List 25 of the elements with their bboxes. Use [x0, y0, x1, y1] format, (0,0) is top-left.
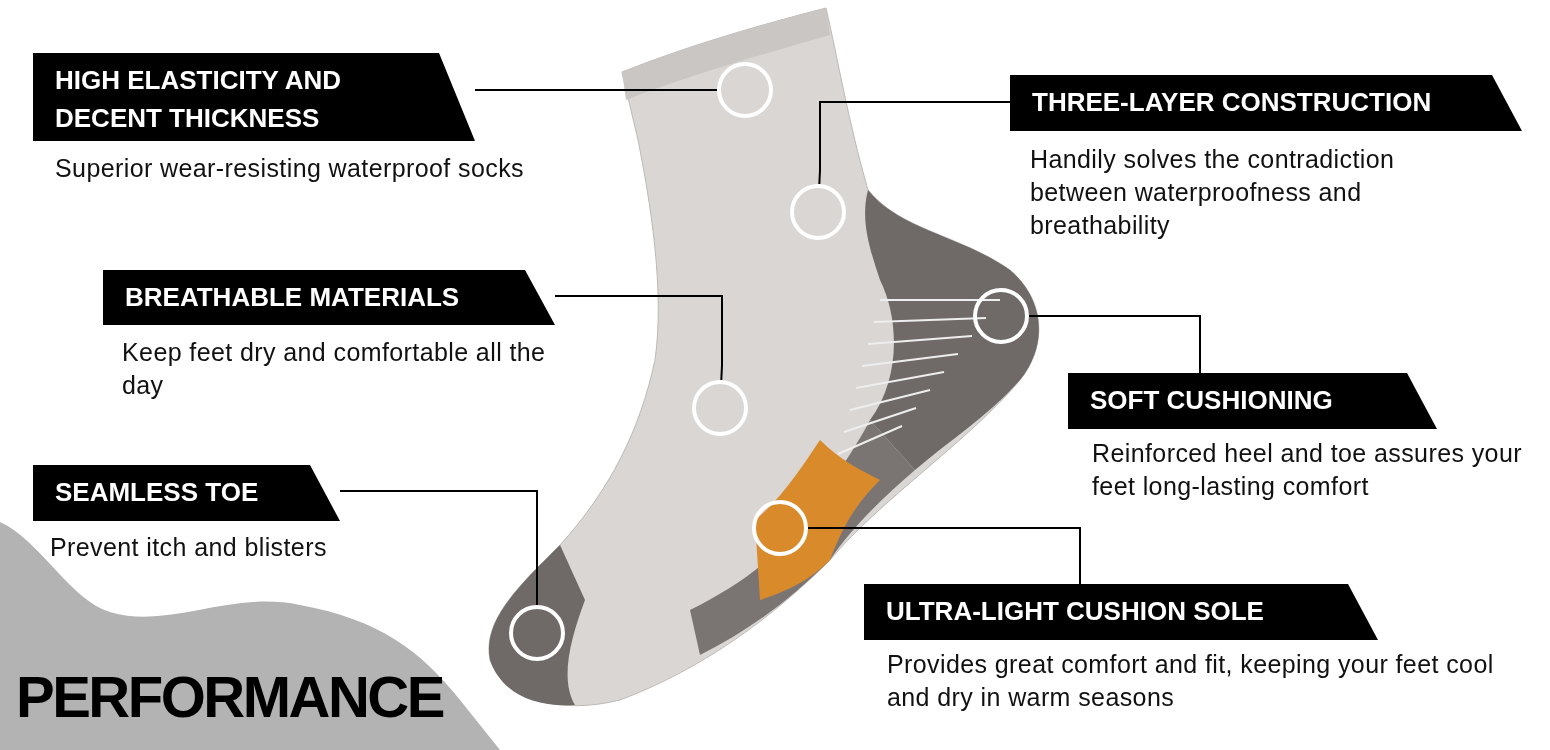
leader-line — [339, 490, 538, 606]
feature-description: Superior wear-resisting waterproof socks — [55, 153, 525, 184]
callout-circle — [692, 380, 748, 436]
heading-text: SEAMLESS TOE — [55, 476, 260, 509]
heading-text: BREATHABLE MATERIALS — [125, 281, 461, 314]
feature-description: Keep feet dry and comfortable all the day — [122, 337, 547, 401]
heading-text: ULTRA-LIGHT CUSHION SOLE — [886, 595, 1265, 628]
callout-circle — [973, 288, 1029, 344]
leader-line — [818, 101, 1011, 186]
callout-circle — [717, 62, 773, 118]
feature-description: Handily solves the contradiction between waterproofness and breathability — [1030, 144, 1396, 241]
leader-line — [554, 295, 723, 382]
title: PERFORMANCE — [16, 664, 443, 730]
feature-description: Reinforced heel and toe assures your feet long-lasting comfort — [1092, 438, 1523, 502]
callout-circle — [509, 605, 565, 661]
feature-description: Prevent itch and blisters — [50, 532, 328, 563]
leader-line — [807, 527, 1081, 585]
heading-text: THREE-LAYER CONSTRUCTION — [1032, 86, 1433, 119]
feature-description: Provides great comfort and fit, keeping your feet cool and dry in warm seasons — [887, 649, 1495, 713]
callout-circle — [790, 184, 846, 240]
heading-text: SOFT CUSHIONING — [1090, 384, 1334, 417]
leader-line — [474, 89, 718, 91]
callout-circle — [752, 500, 808, 556]
heading-text: HIGH ELASTICITY AND DECENT THICKNESS — [55, 64, 342, 135]
leader-line — [1028, 315, 1201, 374]
